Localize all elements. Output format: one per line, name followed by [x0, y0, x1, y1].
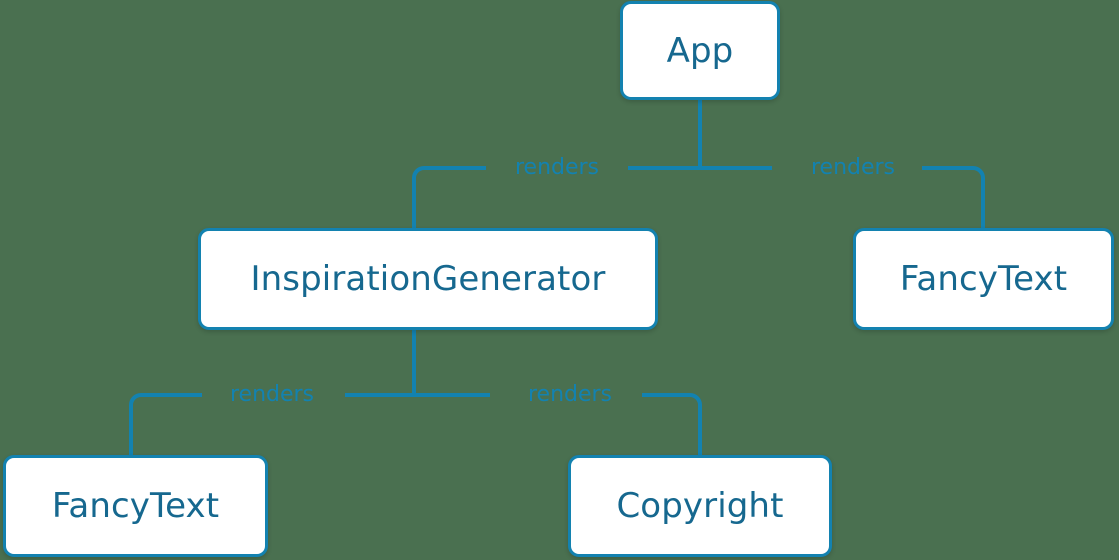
edge-label-inspiration-generator-renders-fancytext: renders — [229, 382, 315, 407]
node-app[interactable]: App — [620, 1, 780, 100]
node-fancytext-right-label: FancyText — [899, 259, 1068, 299]
edge-ig-bus-left-outer — [129, 393, 202, 455]
edge-label-inspiration-generator-renders-copyright: renders — [527, 382, 613, 407]
node-fancytext-left[interactable]: FancyText — [3, 455, 268, 557]
node-app-label: App — [666, 30, 734, 71]
node-fancytext-right[interactable]: FancyText — [853, 228, 1114, 330]
node-copyright[interactable]: Copyright — [568, 455, 832, 557]
edge-ig-bus-right-outer — [642, 393, 702, 455]
edge-app-bus-right-outer — [922, 166, 985, 228]
node-fancytext-left-label: FancyText — [51, 486, 220, 526]
edge-label-app-renders-fancytext: renders — [810, 155, 896, 180]
node-inspiration-generator-label: InspirationGenerator — [250, 259, 606, 299]
node-inspiration-generator[interactable]: InspirationGenerator — [198, 228, 658, 330]
node-copyright-label: Copyright — [616, 486, 784, 526]
edge-label-app-renders-inspiration-generator: renders — [514, 155, 600, 180]
edge-app-bus-left-outer — [412, 166, 486, 228]
